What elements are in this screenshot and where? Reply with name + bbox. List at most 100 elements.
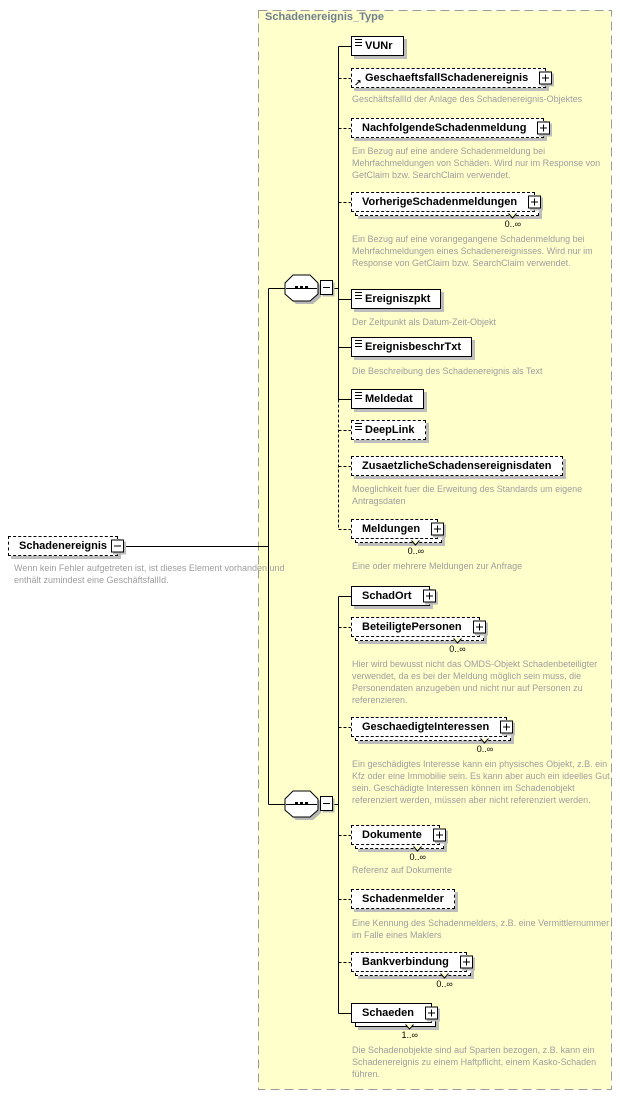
sequence-compositor-icon[interactable] xyxy=(284,790,335,820)
element-schadort[interactable]: SchadOrt xyxy=(351,586,436,606)
element-box[interactable]: VUNr xyxy=(351,36,404,56)
element-box[interactable]: NachfolgendeSchadenmeldung xyxy=(351,118,551,138)
element-dokumente[interactable]: Dokumente 0..∞ xyxy=(351,825,446,862)
element-box[interactable]: Dokumente xyxy=(351,825,446,845)
text-content-icon xyxy=(355,392,362,399)
text-content-icon xyxy=(355,423,362,430)
expand-plus-icon[interactable] xyxy=(472,620,486,634)
element-box[interactable]: Meldungen xyxy=(351,519,445,539)
element-name: Schaeden xyxy=(362,1007,414,1019)
element-name: NachfolgendeSchadenmeldung xyxy=(362,122,527,134)
expand-plus-icon[interactable] xyxy=(459,955,473,969)
expand-plus-icon[interactable] xyxy=(537,121,551,135)
element-box[interactable]: ↗ GeschaeftsfallSchadenereignis xyxy=(351,68,553,88)
repeat-notch-icon xyxy=(480,738,490,744)
text-content-icon xyxy=(355,340,362,347)
occurs-label: 0..∞ xyxy=(476,744,494,754)
collapse-minus-icon[interactable] xyxy=(111,539,125,553)
element-name: Ereigniszpkt xyxy=(365,293,431,305)
element-box[interactable]: Schadenmelder xyxy=(351,889,455,909)
element-name: GeschaedigteInteressen xyxy=(362,721,490,733)
text-content-icon xyxy=(355,292,362,299)
element-meldungen[interactable]: Meldungen 0..∞ xyxy=(351,519,445,556)
type-frame xyxy=(258,10,612,1090)
expand-plus-icon[interactable] xyxy=(431,522,445,536)
element-geschaedigteinteressen[interactable]: GeschaedigteInteressen 0..∞ xyxy=(351,717,514,754)
element-deeplink[interactable]: DeepLink xyxy=(351,420,426,440)
element-name: Meldedat xyxy=(365,393,413,405)
element-bankverbindung[interactable]: Bankverbindung 0..∞ xyxy=(351,952,473,989)
occurs-label: 1..∞ xyxy=(401,1030,418,1040)
expand-plus-icon[interactable] xyxy=(432,828,446,842)
annotation-text: GeschäftsfallId der Anlage des Schadener… xyxy=(352,94,583,104)
annotation-text: Moeglichkeit fuer die Erweitung des Stan… xyxy=(352,484,583,506)
element-name: DeepLink xyxy=(365,424,415,436)
element-ereignisbeschrtxt[interactable]: EreignisbeschrTxt xyxy=(351,337,472,357)
element-name: Schadenereignis xyxy=(19,540,108,552)
expand-plus-icon[interactable] xyxy=(528,195,542,209)
reference-arrow-icon: ↗ xyxy=(354,78,362,88)
element-name: VorherigeSchadenmeldungen xyxy=(362,196,518,208)
element-box[interactable]: Meldedat xyxy=(351,389,424,409)
expand-plus-icon[interactable] xyxy=(424,1006,438,1020)
element-name: Dokumente xyxy=(362,829,422,841)
element-beteiligtepersonen[interactable]: BeteiligtePersonen 0..∞ xyxy=(351,617,486,654)
occurs-label: 0..∞ xyxy=(504,219,522,229)
element-box[interactable]: Schadenereignis xyxy=(8,536,125,556)
element-schaeden[interactable]: Schaeden 1..∞ xyxy=(351,1003,438,1040)
annotation-text: Ein geschädigtes Interesse kann ein phys… xyxy=(352,759,610,805)
element-schadenereignis[interactable]: Schadenereignis xyxy=(8,536,125,556)
element-meldedat[interactable]: Meldedat xyxy=(351,389,424,409)
text-content-icon xyxy=(355,39,362,46)
annotation-text: Der Zeitpunkt als Datum-Zeit-Objekt xyxy=(352,317,497,327)
element-box[interactable]: Schaeden xyxy=(351,1003,438,1023)
element-name: BeteiligtePersonen xyxy=(362,621,462,633)
element-box[interactable]: DeepLink xyxy=(351,420,426,440)
element-ereigniszpkt[interactable]: Ereigniszpkt xyxy=(351,289,442,309)
annotation-text: Ein Bezug auf eine andere Schadenmeldung… xyxy=(352,146,601,180)
sequence-compositor-icon[interactable] xyxy=(284,274,335,304)
repeat-notch-icon xyxy=(439,973,449,979)
annotation-text: Eine oder mehrere Meldungen zur Anfrage xyxy=(352,561,523,571)
element-box[interactable]: EreignisbeschrTxt xyxy=(351,337,472,357)
element-vunr[interactable]: VUNr xyxy=(351,36,404,56)
repeat-notch-icon xyxy=(508,213,517,219)
annotation-text: Hier wird bewusst nicht das OMDS-Objekt … xyxy=(352,659,598,705)
repeat-notch-icon xyxy=(411,540,420,546)
annotation-text: Die Beschreibung des Schadenereignis als… xyxy=(352,366,543,376)
element-name: Meldungen xyxy=(362,523,421,535)
element-name: GeschaeftsfallSchadenereignis xyxy=(365,72,529,84)
element-box[interactable]: GeschaedigteInteressen xyxy=(351,717,514,737)
element-name: EreignisbeschrTxt xyxy=(365,341,461,353)
element-vorherigeschadenmeldungen[interactable]: VorherigeSchadenmeldungen 0..∞ xyxy=(351,192,542,229)
type-name-label: Schadenereignis_Type xyxy=(265,11,385,23)
element-schadenmelder[interactable]: Schadenmelder xyxy=(351,889,455,909)
expand-plus-icon[interactable] xyxy=(500,720,514,734)
annotation-text: Ein Bezug auf eine vorangegangene Schade… xyxy=(352,234,593,268)
element-zusaetzlicheschadensereignisdaten[interactable]: ZusaetzlicheSchadensereignisdaten xyxy=(351,456,563,476)
annotation-text: Referenz auf Dokumente xyxy=(352,865,453,875)
element-box[interactable]: VorherigeSchadenmeldungen xyxy=(351,192,542,212)
occurs-label: 0..∞ xyxy=(407,546,425,556)
element-geschaeftsfallschadenereignis[interactable]: ↗ GeschaeftsfallSchadenereignis xyxy=(351,68,553,88)
element-box[interactable]: BeteiligtePersonen xyxy=(351,617,486,637)
annotation-text: Eine Kennung des Schadenmelders, z.B. ei… xyxy=(352,918,610,940)
element-box[interactable]: Ereigniszpkt xyxy=(351,289,442,309)
element-name: VUNr xyxy=(365,40,393,52)
annotation-text: Wenn kein Fehler aufgetreten ist, ist di… xyxy=(14,563,285,585)
repeat-notch-icon xyxy=(405,1024,414,1030)
expand-plus-icon[interactable] xyxy=(422,589,436,603)
occurs-label: 0..∞ xyxy=(449,644,466,654)
occurs-label: 0..∞ xyxy=(409,852,426,862)
element-box[interactable]: Bankverbindung xyxy=(351,952,473,972)
expand-plus-icon[interactable] xyxy=(539,71,553,85)
element-name: SchadOrt xyxy=(362,590,412,602)
element-nachfolgendeschadenmeldung[interactable]: NachfolgendeSchadenmeldung xyxy=(351,118,551,138)
element-box[interactable]: ZusaetzlicheSchadensereignisdaten xyxy=(351,456,563,476)
repeat-notch-icon xyxy=(452,638,462,644)
element-name: Bankverbindung xyxy=(362,956,449,968)
occurs-label: 0..∞ xyxy=(436,979,453,989)
element-box[interactable]: SchadOrt xyxy=(351,586,436,606)
